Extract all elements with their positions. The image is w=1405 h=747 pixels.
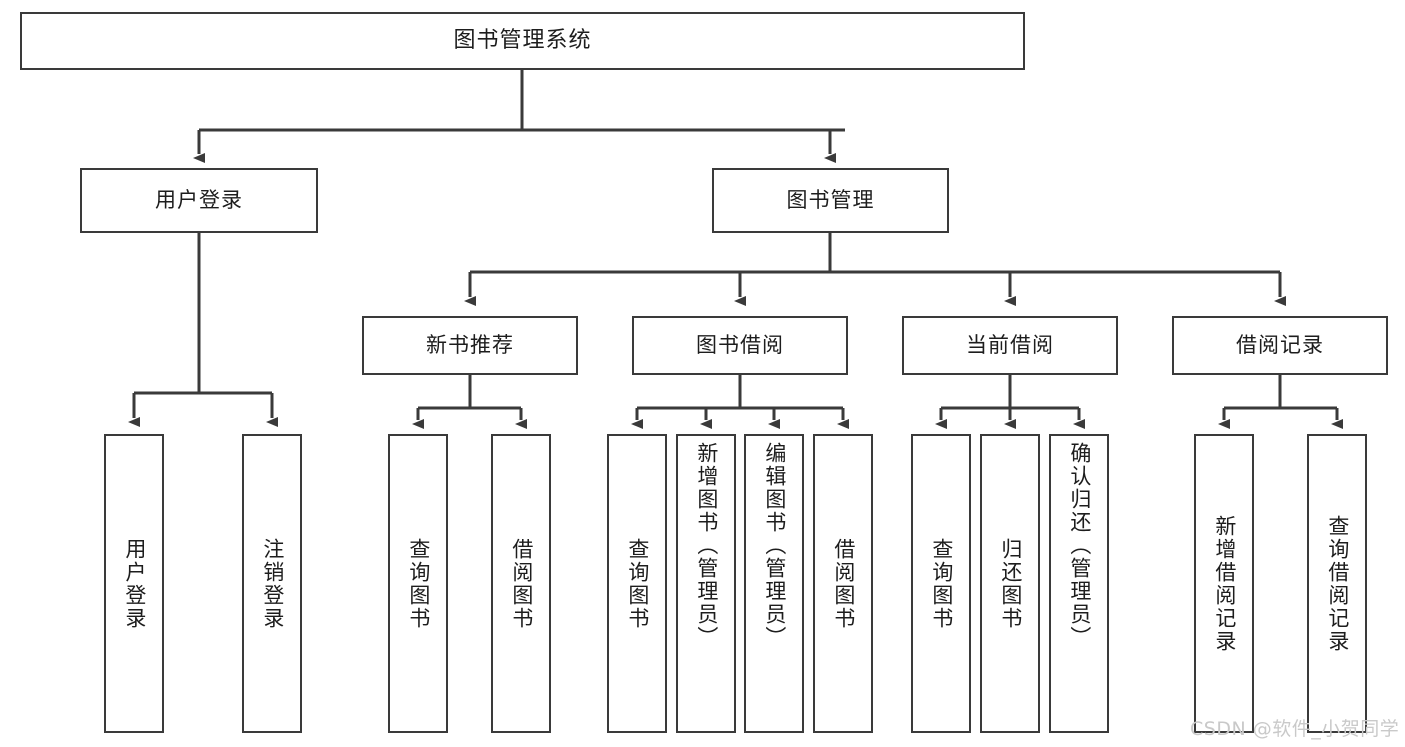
node-borrowing-record[interactable]: 借阅记录 bbox=[1172, 316, 1388, 375]
leaf-label: 查询图书 bbox=[406, 537, 431, 630]
leaf-label: 确认归还（管理员） bbox=[1067, 442, 1092, 649]
leaf-confirm-return-admin[interactable]: 确认归还（管理员） bbox=[1049, 434, 1109, 733]
leaf-label: 借阅图书 bbox=[509, 537, 534, 630]
node-label: 图书管理系统 bbox=[453, 28, 592, 53]
leaf-label: 新增借阅记录 bbox=[1212, 514, 1237, 653]
leaf-query-book-recommend[interactable]: 查询图书 bbox=[388, 434, 448, 733]
node-label: 借阅记录 bbox=[1236, 333, 1324, 357]
node-label: 当前借阅 bbox=[966, 333, 1054, 357]
leaf-label: 注销登录 bbox=[260, 537, 285, 630]
csdn-watermark: CSDN @软件_小贺同学 bbox=[1190, 718, 1400, 740]
leaf-label: 查询图书 bbox=[625, 537, 650, 630]
leaf-query-book-current[interactable]: 查询图书 bbox=[911, 434, 971, 733]
leaf-edit-book-admin[interactable]: 编辑图书（管理员） bbox=[744, 434, 804, 733]
leaf-borrow-book-recommend[interactable]: 借阅图书 bbox=[491, 434, 551, 733]
leaf-query-borrow-record[interactable]: 查询借阅记录 bbox=[1307, 434, 1367, 733]
leaf-add-borrow-record[interactable]: 新增借阅记录 bbox=[1194, 434, 1254, 733]
node-current-borrowing[interactable]: 当前借阅 bbox=[902, 316, 1118, 375]
node-new-book-recommendation[interactable]: 新书推荐 bbox=[362, 316, 578, 375]
leaf-query-book-borrow[interactable]: 查询图书 bbox=[607, 434, 667, 733]
node-book-borrowing[interactable]: 图书借阅 bbox=[632, 316, 848, 375]
leaf-label: 编辑图书（管理员） bbox=[762, 442, 787, 649]
leaf-logout[interactable]: 注销登录 bbox=[242, 434, 302, 733]
node-label: 新书推荐 bbox=[426, 333, 514, 357]
leaf-label: 归还图书 bbox=[998, 537, 1023, 630]
leaf-user-login[interactable]: 用户登录 bbox=[104, 434, 164, 733]
leaf-borrow-book-borrow[interactable]: 借阅图书 bbox=[813, 434, 873, 733]
leaf-label: 用户登录 bbox=[122, 537, 147, 630]
node-label: 图书管理 bbox=[786, 188, 875, 212]
node-label: 用户登录 bbox=[155, 188, 243, 212]
node-root-book-management-system[interactable]: 图书管理系统 bbox=[20, 12, 1025, 70]
leaf-return-book[interactable]: 归还图书 bbox=[980, 434, 1040, 733]
leaf-label: 借阅图书 bbox=[831, 537, 856, 630]
node-book-management[interactable]: 图书管理 bbox=[712, 168, 949, 233]
leaf-label: 查询借阅记录 bbox=[1325, 514, 1350, 653]
leaf-add-book-admin[interactable]: 新增图书（管理员） bbox=[676, 434, 736, 733]
leaf-label: 查询图书 bbox=[929, 537, 954, 630]
node-label: 图书借阅 bbox=[696, 333, 784, 357]
leaf-label: 新增图书（管理员） bbox=[694, 442, 719, 649]
node-user-login[interactable]: 用户登录 bbox=[80, 168, 318, 233]
